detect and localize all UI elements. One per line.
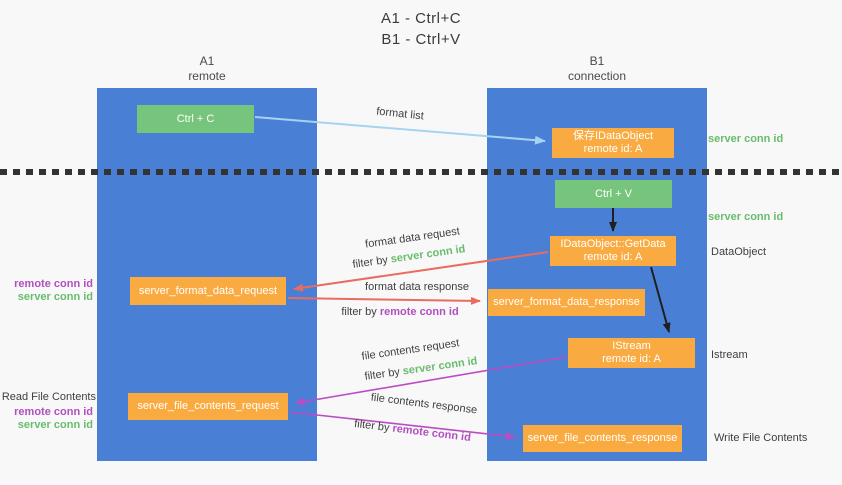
node-save-idataobject: 保存IDataObject remote id: A (552, 128, 674, 158)
ctrl-v-label: Ctrl + V (595, 187, 632, 200)
lane-header-b1: B1 connection (487, 54, 707, 84)
istream-line2: remote id: A (602, 353, 661, 365)
node-ctrl-c: Ctrl + C (137, 105, 254, 133)
filter-by-text: filter by (351, 253, 392, 271)
node-istream: IStream remote id: A (568, 338, 695, 368)
remote-conn-id-text: remote conn id (379, 306, 459, 318)
label-filter-by-remote-conn-id-1: filter by remote conn id (340, 306, 460, 318)
title-line-2: B1 - Ctrl+V (381, 31, 461, 48)
annotation-remote-conn-id-1: remote conn id (14, 278, 93, 290)
getdata-line2: remote id: A (583, 251, 643, 263)
lane-b1-title: B1 (589, 54, 605, 68)
annotation-server-conn-id-top: server conn id (708, 133, 784, 145)
session-divider-dotted-line (0, 169, 842, 175)
title-line-1: A1 - Ctrl+C (380, 10, 462, 27)
server-file-contents-response-label: server_file_contents_response (527, 432, 678, 444)
annotation-istream: Istream (711, 349, 748, 361)
label-file-contents-response: file contents response (370, 391, 478, 417)
node-server-file-contents-response: server_file_contents_response (523, 425, 682, 452)
remote-conn-id-text: remote conn id (391, 422, 472, 445)
server-file-contents-request-label: server_file_contents_request (137, 400, 279, 412)
annotation-write-file-contents: Write File Contents (714, 432, 808, 444)
filter-by-text: filter by (353, 417, 394, 435)
server-conn-id-text: server conn id (389, 243, 467, 266)
lane-a1-subtitle: remote (188, 69, 226, 83)
annotation-dataobject: DataObject (711, 246, 767, 258)
node-server-format-data-request: server_format_data_request (130, 277, 286, 305)
save-idataobject-line1: 保存IDataObject (572, 130, 654, 142)
ctrl-c-label: Ctrl + C (176, 112, 215, 125)
server-format-data-request-label: server_format_data_request (138, 284, 278, 297)
annotation-read-file-contents: Read File Contents (1, 391, 96, 403)
istream-line1: IStream (612, 340, 651, 352)
label-filter-by-remote-conn-id-2: filter by remote conn id (350, 417, 476, 444)
lane-a1-title: A1 (199, 54, 215, 68)
node-server-file-contents-request: server_file_contents_request (128, 393, 288, 420)
diagram-title: A1 - Ctrl+C B1 - Ctrl+V (0, 8, 842, 50)
annotation-server-conn-id-mid: server conn id (708, 211, 784, 223)
label-format-list: format list (375, 105, 425, 123)
lane-b1-subtitle: connection (567, 69, 627, 83)
server-format-data-response-label: server_format_data_response (493, 296, 640, 308)
node-server-format-data-response: server_format_data_response (488, 289, 645, 316)
save-idataobject-line2: remote id: A (583, 143, 643, 155)
annotation-server-conn-id-2: server conn id (17, 419, 93, 431)
annotation-server-conn-id-1: server conn id (17, 291, 93, 303)
lane-header-a1: A1 remote (97, 54, 317, 84)
server-conn-id-text: server conn id (401, 355, 479, 378)
getdata-line1: IDataObject::GetData (560, 238, 666, 250)
filter-by-text: filter by (341, 306, 380, 318)
label-format-data-response: format data response (365, 281, 469, 293)
filter-by-text: filter by (363, 365, 404, 383)
node-idataobject-getdata: IDataObject::GetData remote id: A (550, 236, 676, 266)
annotation-remote-conn-id-2: remote conn id (14, 406, 93, 418)
node-ctrl-v: Ctrl + V (555, 180, 672, 208)
